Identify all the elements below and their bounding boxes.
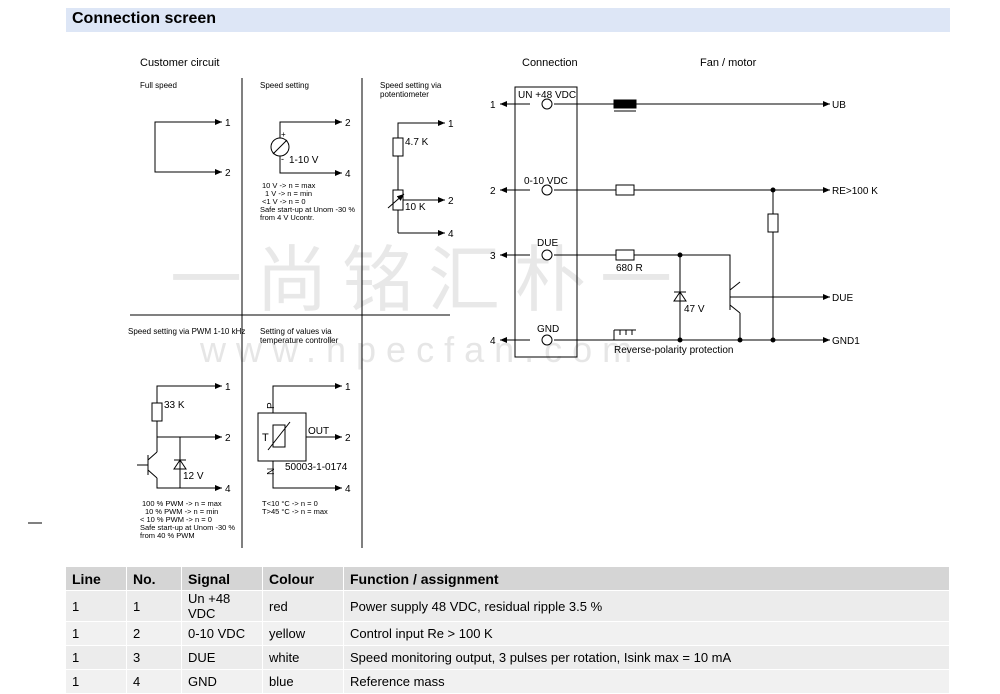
pwm-note-1: 100 % PWM -> n = max xyxy=(142,499,222,508)
line-1-right: UB xyxy=(832,100,846,111)
speed-note-5: from 4 V Ucontr. xyxy=(260,213,314,222)
speed-plus: + xyxy=(281,130,286,139)
speed-voltage: 1-10 V xyxy=(289,155,319,166)
pwm-note-3: < 10 % PWM -> n = 0 xyxy=(140,515,212,524)
temp-part: 50003-1-0174 xyxy=(285,462,348,473)
temp-label-1: Setting of values via xyxy=(260,327,332,336)
speed-note-1: 10 V -> n = max xyxy=(262,181,316,190)
full-speed-t2: 2 xyxy=(225,168,231,179)
table-row: 1 1 Un +48 VDC red Power supply 48 VDC, … xyxy=(66,591,950,622)
cell-line: 1 xyxy=(66,670,127,694)
pot-t1: 1 xyxy=(448,119,454,130)
temp-label-2: temperature controller xyxy=(260,336,339,345)
signal-table: Line No. Signal Colour Function / assign… xyxy=(66,567,950,694)
zener-47: 47 V xyxy=(684,304,705,315)
temp-t2: 2 xyxy=(345,433,351,444)
temp-out: OUT xyxy=(308,426,329,437)
pwm-note-4: Safe start-up at Unom -30 % xyxy=(140,523,235,532)
line-4-right: GND1 xyxy=(832,336,860,347)
cell-signal: GND xyxy=(182,670,263,694)
temp-note-1: T<10 °C -> n = 0 xyxy=(262,499,318,508)
full-speed-label: Full speed xyxy=(140,81,177,90)
cell-colour: white xyxy=(263,646,344,670)
customer-circuit-heading: Customer circuit xyxy=(140,57,219,69)
temp-t1: 1 xyxy=(345,382,351,393)
cell-colour: blue xyxy=(263,670,344,694)
table-row: 1 3 DUE white Speed monitoring output, 3… xyxy=(66,646,950,670)
pot-label-1: Speed setting via xyxy=(380,81,442,90)
table-row: 1 4 GND blue Reference mass xyxy=(66,670,950,694)
temp-note-2: T>45 °C -> n = max xyxy=(262,507,328,516)
speed-note-4: Safe start-up at Unom -30 % xyxy=(260,205,355,214)
pot-t2: 2 xyxy=(448,196,454,207)
speed-setting-t4: 4 xyxy=(345,169,351,180)
cell-signal: 0-10 VDC xyxy=(182,622,263,646)
temp-t: T xyxy=(262,432,269,444)
speed-setting-label: Speed setting xyxy=(260,81,309,90)
cell-line: 1 xyxy=(66,622,127,646)
line-2-label: 0-10 VDC xyxy=(524,176,568,187)
pwm-label: Speed setting via PWM 1-10 kHz xyxy=(128,327,245,336)
header-no: No. xyxy=(127,567,182,591)
cell-colour: yellow xyxy=(263,622,344,646)
pwm-zener: 12 V xyxy=(183,471,204,482)
cell-function: Control input Re > 100 K xyxy=(344,622,950,646)
speed-note-3: <1 V -> n = 0 xyxy=(262,197,306,206)
watermark-cn: 一尚铭汇朴一 xyxy=(170,241,686,321)
cell-no: 4 xyxy=(127,670,182,694)
temp-p: P xyxy=(266,402,277,409)
reverse-polarity-label: Reverse-polarity protection xyxy=(614,345,734,356)
pot-t4: 4 xyxy=(448,229,454,240)
header-signal: Signal xyxy=(182,567,263,591)
header-colour: Colour xyxy=(263,567,344,591)
cell-no: 1 xyxy=(127,591,182,622)
header-line: Line xyxy=(66,567,127,591)
cell-function: Reference mass xyxy=(344,670,950,694)
cell-no: 3 xyxy=(127,646,182,670)
line-1-label: UN +48 VDC xyxy=(518,90,576,101)
temp-t4: 4 xyxy=(345,484,351,495)
cell-function: Power supply 48 VDC, residual ripple 3.5… xyxy=(344,591,950,622)
speed-note-2: 1 V -> n = min xyxy=(265,189,312,198)
table-row: 1 2 0-10 VDC yellow Control input Re > 1… xyxy=(66,622,950,646)
cell-colour: red xyxy=(263,591,344,622)
pwm-t2: 2 xyxy=(225,433,231,444)
cell-line: 1 xyxy=(66,646,127,670)
pwm-note-2: 10 % PWM -> n = min xyxy=(145,507,218,516)
temp-n: N xyxy=(266,468,277,475)
fan-heading: Fan / motor xyxy=(700,57,757,69)
pot-label-2: potentiometer xyxy=(380,90,429,99)
pwm-resistor: 33 K xyxy=(164,400,185,411)
line-3-label: DUE xyxy=(537,238,558,249)
resistor-680: 680 R xyxy=(616,263,643,274)
cell-line: 1 xyxy=(66,591,127,622)
pwm-note-5: from 40 % PWM xyxy=(140,531,195,540)
cell-signal: Un +48 VDC xyxy=(182,591,263,622)
cell-signal: DUE xyxy=(182,646,263,670)
connection-heading: Connection xyxy=(522,57,578,69)
page-title: Connection screen xyxy=(72,10,217,27)
pwm-t1: 1 xyxy=(225,382,231,393)
table-header-row: Line No. Signal Colour Function / assign… xyxy=(66,567,950,591)
full-speed-t1: 1 xyxy=(225,118,231,129)
pot-r2: 10 K xyxy=(405,202,426,213)
line-4-label: GND xyxy=(537,324,559,335)
line-2-right: RE>100 K xyxy=(832,186,878,197)
header-function: Function / assignment xyxy=(344,567,950,591)
line-2-num: 2 xyxy=(490,186,496,197)
pwm-t4: 4 xyxy=(225,484,231,495)
pot-r1: 4.7 K xyxy=(405,137,429,148)
title-bar: Connection screen xyxy=(66,8,950,32)
cell-no: 2 xyxy=(127,622,182,646)
watermark-url: www.hpecfan.com xyxy=(199,329,642,370)
line-1-num: 1 xyxy=(490,100,496,111)
line-3-right: DUE xyxy=(832,293,853,304)
line-3-num: 3 xyxy=(490,251,496,262)
line-4-num: 4 xyxy=(490,336,496,347)
speed-setting-t2: 2 xyxy=(345,118,351,129)
speed-minus: - xyxy=(281,154,284,164)
cell-function: Speed monitoring output, 3 pulses per ro… xyxy=(344,646,950,670)
